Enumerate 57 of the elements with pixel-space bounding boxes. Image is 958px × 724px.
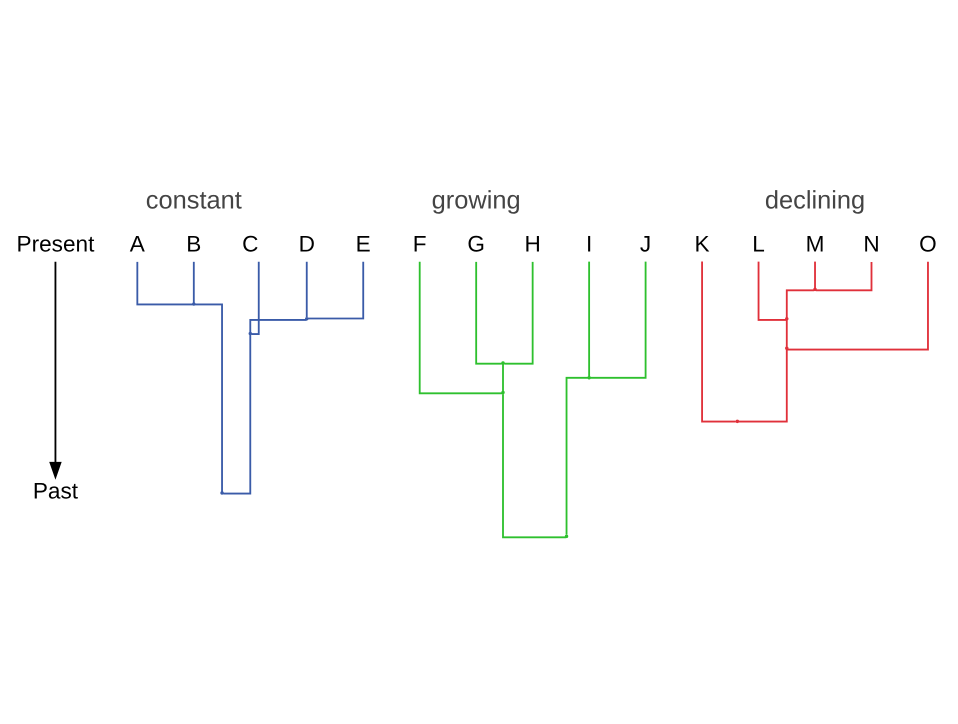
node-point	[736, 420, 740, 424]
node-text: M	[806, 231, 824, 256]
node-point	[305, 317, 308, 321]
node-text: E	[356, 231, 371, 256]
node-text: G	[467, 231, 485, 256]
node-text: Present	[16, 231, 94, 256]
connector	[192, 262, 195, 303]
node-point	[192, 302, 196, 306]
connector	[195, 303, 223, 492]
connector	[588, 262, 590, 376]
node-text: J	[640, 231, 652, 256]
node-text: B	[186, 231, 202, 256]
connector	[249, 319, 307, 332]
connector	[418, 262, 502, 394]
connector	[223, 334, 252, 494]
connector	[308, 262, 364, 320]
connector	[306, 262, 308, 318]
connector	[566, 376, 588, 535]
node-text: D	[298, 231, 315, 256]
node-point	[501, 361, 505, 365]
label: declining	[764, 186, 866, 214]
node-point	[248, 332, 252, 336]
node-point	[220, 491, 224, 495]
connector	[502, 364, 504, 391]
connector	[738, 350, 788, 422]
node-text: H	[524, 231, 541, 256]
node-text: K	[694, 231, 710, 256]
node-point	[785, 317, 788, 321]
arrow	[49, 262, 62, 480]
node-text: L	[752, 231, 765, 256]
connector	[786, 320, 788, 347]
node-text: F	[412, 231, 427, 256]
label: growing	[432, 186, 521, 214]
connector	[758, 262, 787, 321]
connector	[701, 262, 736, 422]
node-text: I	[586, 231, 592, 256]
node-point	[564, 534, 568, 538]
node-text: O	[919, 231, 937, 256]
connector	[590, 262, 647, 379]
node-text: A	[130, 231, 145, 256]
connector	[786, 262, 929, 350]
connector	[814, 262, 816, 288]
connector	[786, 289, 814, 318]
connector	[136, 262, 193, 306]
node-text: C	[242, 231, 258, 256]
connector	[252, 262, 260, 335]
connector	[475, 262, 502, 365]
node-text: Past	[32, 478, 78, 504]
node-text: N	[863, 231, 880, 256]
node-point	[587, 376, 591, 380]
label: constant	[146, 186, 242, 214]
node-point	[785, 346, 788, 350]
connector	[816, 262, 872, 292]
connector	[502, 394, 566, 538]
node-point	[501, 390, 505, 394]
node-point	[813, 288, 817, 292]
connector	[504, 262, 534, 365]
